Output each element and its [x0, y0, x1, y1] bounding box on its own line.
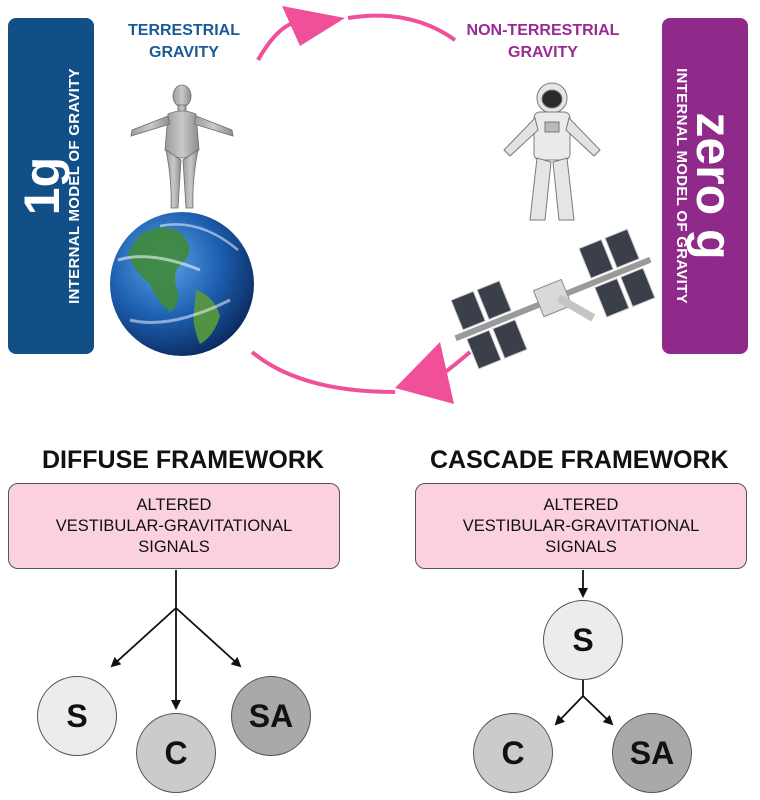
- diffuse-node-sa: SA: [231, 676, 311, 756]
- diffuse-framework-title: DIFFUSE FRAMEWORK: [42, 446, 324, 474]
- diffuse-arrows: [110, 570, 242, 710]
- cascade-framework-title: CASCADE FRAMEWORK: [430, 446, 729, 474]
- cycle-arrow-top: [256, 6, 457, 62]
- diffuse-signal-box: ALTERED VESTIBULAR-GRAVITATIONAL SIGNALS: [8, 483, 340, 569]
- non-terrestrial-gravity-label: NON-TERRESTRIAL GRAVITY: [466, 22, 620, 61]
- terrestrial-model-bar: 1g INTERNAL MODEL OF GRAVITY: [8, 18, 94, 354]
- cascade-signal-box: ALTERED VESTIBULAR-GRAVITATIONAL SIGNALS: [415, 483, 747, 569]
- gravity-cycle-illustration: [110, 6, 656, 404]
- cascade-arrows: [554, 570, 614, 726]
- astronaut-icon: [503, 82, 601, 221]
- cascade-node-sa: SA: [612, 713, 692, 793]
- terrestrial-gravity-label: TERRESTRIAL GRAVITY: [128, 22, 240, 61]
- earth-icon: [110, 212, 254, 356]
- diffuse-node-c: C: [136, 713, 216, 793]
- cascade-node-c: C: [473, 713, 553, 793]
- framework-arrows: [110, 570, 614, 726]
- space-station-icon: [450, 228, 656, 370]
- cycle-arrow-bottom: [250, 342, 472, 404]
- zero-g-model-bar: zero g INTERNAL MODEL OF GRAVITY: [662, 18, 748, 354]
- human-figure-icon: [130, 84, 234, 209]
- diffuse-node-s: S: [37, 676, 117, 756]
- cascade-node-s: S: [543, 600, 623, 680]
